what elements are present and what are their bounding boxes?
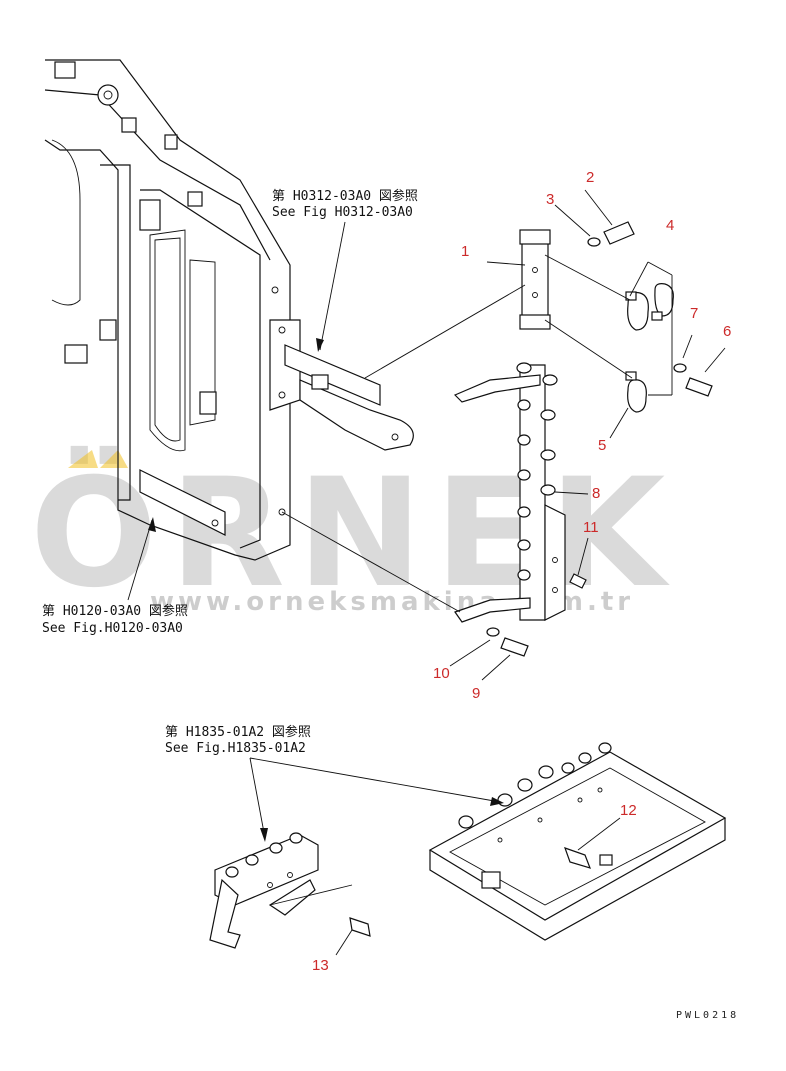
watermark-accent-icon [68,450,98,468]
callout-3: 3 [546,191,554,208]
callout-13: 13 [312,957,329,974]
bolt-6 [673,363,713,397]
bolt-9 [486,627,529,657]
callout-numbers: 1 2 3 4 5 6 7 8 9 10 11 12 13 [312,169,731,974]
clamp-5 [625,371,647,413]
bracket-arm [269,319,414,451]
watermark-accent-icon [100,450,128,468]
reference-left-jp: 第 H0120-03A0 図参照 [42,603,188,619]
callout-10: 10 [433,665,450,682]
bottom-left-assembly [209,832,371,949]
callout-2: 2 [586,169,594,186]
leader-lines [127,189,726,956]
reference-left-en: See Fig.H0120-03A0 [42,621,183,636]
callout-12: 12 [620,802,637,819]
callout-9: 9 [472,685,480,702]
figure-references: 第 H0312-03A0 図参照 See Fig H0312-03A0 第 H0… [42,188,418,756]
drawing-code: PWL0218 [676,1010,739,1021]
callout-11: 11 [583,519,599,536]
reference-bottom-jp: 第 H1835-01A2 図参照 [165,724,311,740]
bolt-11 [569,573,587,589]
reference-top-jp: 第 H0312-03A0 図参照 [272,188,418,204]
callout-6: 6 [723,323,731,340]
reference-bottom-en: See Fig.H1835-01A2 [165,741,306,756]
watermark: ÖRNEK www.orneksmakina.com.tr [30,445,665,621]
callout-4: 4 [666,217,674,234]
reference-top-en: See Fig H0312-03A0 [272,205,413,220]
frame-assembly [44,59,291,561]
part-1-plate [519,229,551,330]
manifold-block-8 [453,362,566,623]
callout-1: 1 [461,243,469,260]
bolt-2 [587,221,635,247]
callout-7: 7 [690,305,698,322]
callout-8: 8 [592,485,600,502]
bottom-right-tray [428,742,727,941]
callout-5: 5 [598,437,606,454]
clamp-4 [625,283,674,331]
